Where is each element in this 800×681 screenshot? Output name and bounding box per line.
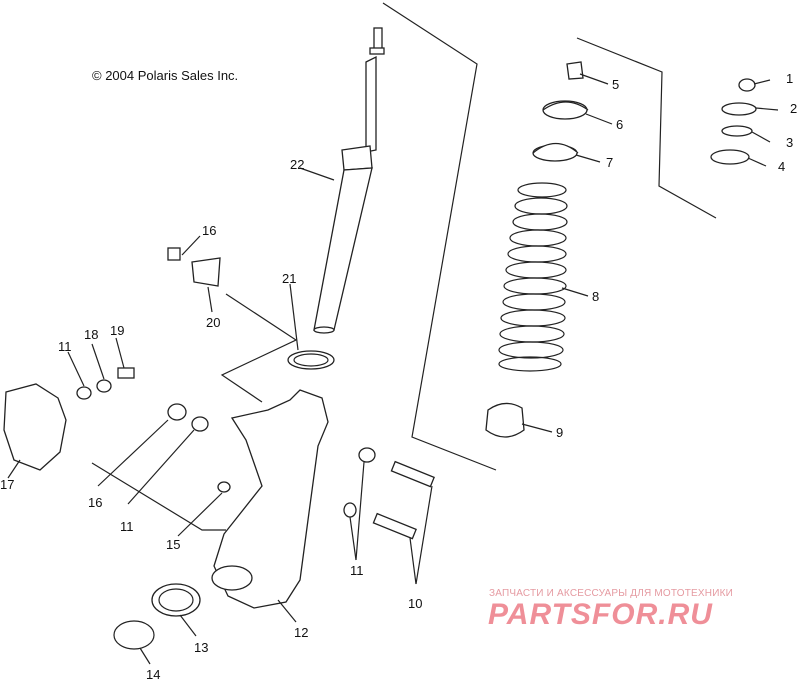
assembly-guide-caliper (91, 462, 226, 531)
callout-10: 10 (408, 596, 423, 611)
top-hardware (710, 78, 757, 165)
spring-assembly (485, 61, 589, 438)
callout-12: 12 (294, 625, 309, 640)
nut-16 (167, 403, 187, 421)
washer-11-left (76, 386, 92, 400)
brake-caliper (3, 383, 67, 471)
washer-11-right (358, 447, 376, 463)
washer-18 (96, 379, 112, 393)
grease-fitting (217, 481, 231, 493)
watermark-tagline: ЗАПЧАСТИ И АКСЕССУАРЫ ДЛЯ МОТОТЕХНИКИ (489, 588, 734, 599)
copyright-notice: © 2004 Polaris Sales Inc. (92, 68, 239, 83)
bolt-lower (372, 512, 417, 540)
callout-8: 8 (592, 289, 600, 304)
washer-11-small (343, 502, 357, 518)
callout-11-mid: 11 (120, 519, 134, 534)
washer-11-mid (191, 416, 209, 432)
callout-14: 14 (146, 667, 161, 681)
callout-7: 7 (606, 155, 614, 170)
callout-11-right: 11 (350, 563, 364, 578)
callout-16-bottom: 16 (88, 495, 103, 510)
callout-9: 9 (556, 425, 564, 440)
clip-bracket (191, 257, 221, 287)
callout-15: 15 (166, 537, 181, 552)
steering-knuckle (213, 389, 329, 609)
nut (167, 247, 181, 261)
assembly-guide-bracket (220, 293, 298, 403)
callout-11-left: 11 (58, 339, 72, 354)
bolt-upper (390, 460, 435, 488)
watermark-logo: PARTSFOR.RU (488, 598, 713, 631)
leader-lines (7, 73, 779, 665)
callout-13: 13 (194, 640, 209, 655)
callout-1: 1 (786, 71, 794, 86)
callout-20: 20 (206, 315, 221, 330)
callout-6: 6 (616, 117, 624, 132)
assembly-guide-strut (382, 2, 497, 471)
assembly-guide-top (576, 37, 717, 219)
callout-3: 3 (786, 135, 794, 150)
callout-18: 18 (84, 327, 99, 342)
callout-4: 4 (778, 159, 786, 174)
bolt-19 (117, 367, 135, 379)
snap-ring (113, 620, 155, 650)
callout-21: 21 (282, 271, 297, 286)
callout-2: 2 (790, 101, 798, 116)
callout-19: 19 (110, 323, 125, 338)
callout-16-top: 16 (202, 223, 217, 238)
callout-22: 22 (290, 157, 305, 172)
shock-absorber (313, 27, 385, 334)
callout-17: 17 (0, 477, 15, 492)
callout-5: 5 (612, 77, 620, 92)
